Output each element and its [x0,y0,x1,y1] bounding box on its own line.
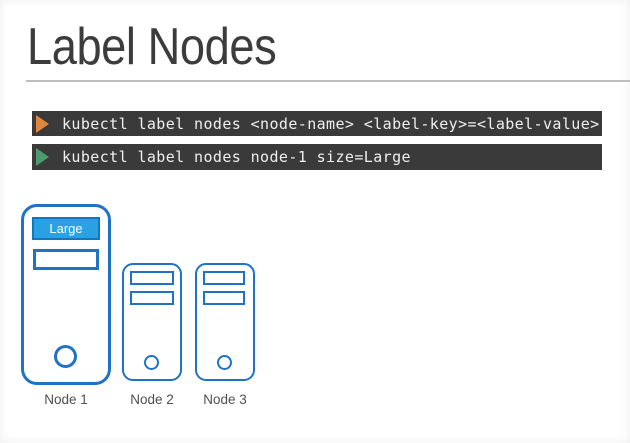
terminal-command-text: kubectl label nodes node-1 size=Large [62,148,411,166]
title-divider [26,80,630,82]
drive-slot-icon [203,271,245,285]
power-button-icon [54,345,77,368]
node-3-label: Node 3 [203,392,247,407]
drive-slot-icon [130,291,174,305]
terminal-command-1: kubectl label nodes <node-name> <label-k… [32,111,602,136]
power-button-icon [144,355,159,370]
size-label-badge: Large [32,217,100,240]
node-2-label: Node 2 [130,392,174,407]
play-triangle-icon [36,148,49,166]
power-button-icon [217,355,232,370]
play-triangle-icon [36,114,49,133]
drive-slot-icon [130,271,174,285]
node-1-label: Node 1 [44,392,88,407]
drive-slot-icon [203,291,245,305]
page-title: Label Nodes [27,18,277,76]
drive-slot-icon [33,249,99,270]
terminal-command-2: kubectl label nodes node-1 size=Large [32,144,602,170]
terminal-command-text: kubectl label nodes <node-name> <label-k… [62,114,600,133]
